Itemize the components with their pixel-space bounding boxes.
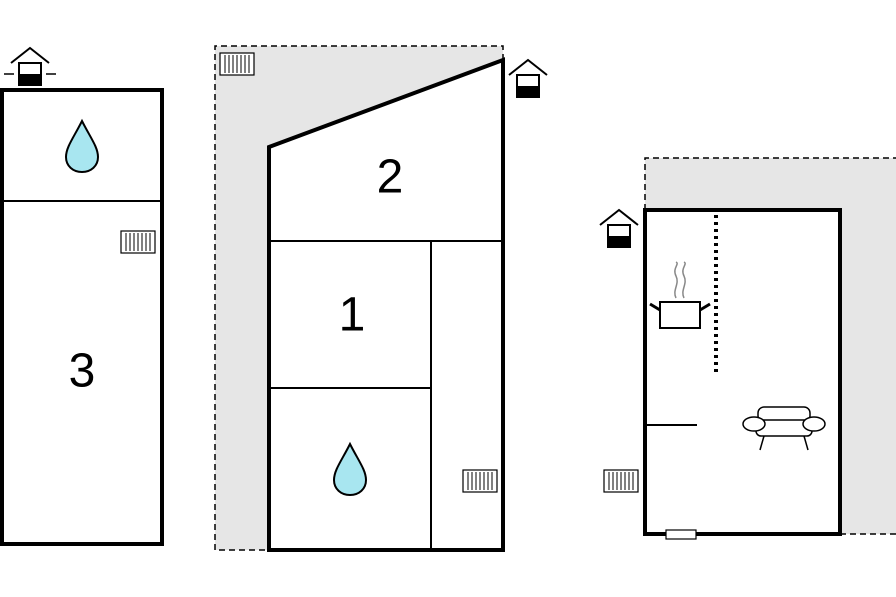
room-2-label: 2 <box>377 151 404 204</box>
entrance-icon <box>508 59 548 98</box>
building-3: 3 <box>0 47 164 546</box>
entrance-icon <box>599 209 639 248</box>
terrace-area-middle <box>215 46 503 550</box>
terrace-area-right <box>645 158 896 534</box>
radiator-icon <box>462 469 498 493</box>
building-2-outline <box>267 57 505 552</box>
cooking-pot-icon <box>649 261 711 329</box>
building-main-outline <box>643 208 842 536</box>
sofa-icon <box>742 406 826 451</box>
building-main <box>599 157 896 540</box>
building-2: 2 1 <box>214 45 548 552</box>
room-1-label: 1 <box>339 289 366 342</box>
entrance-icon <box>4 47 56 86</box>
radiator-icon <box>219 52 255 76</box>
window-icon <box>665 529 697 540</box>
radiator-icon <box>120 230 156 254</box>
radiator-icon <box>603 469 639 493</box>
room-3-label: 3 <box>69 345 96 398</box>
terrace-outline-right <box>644 157 896 535</box>
terrace-outline-middle <box>214 45 504 551</box>
